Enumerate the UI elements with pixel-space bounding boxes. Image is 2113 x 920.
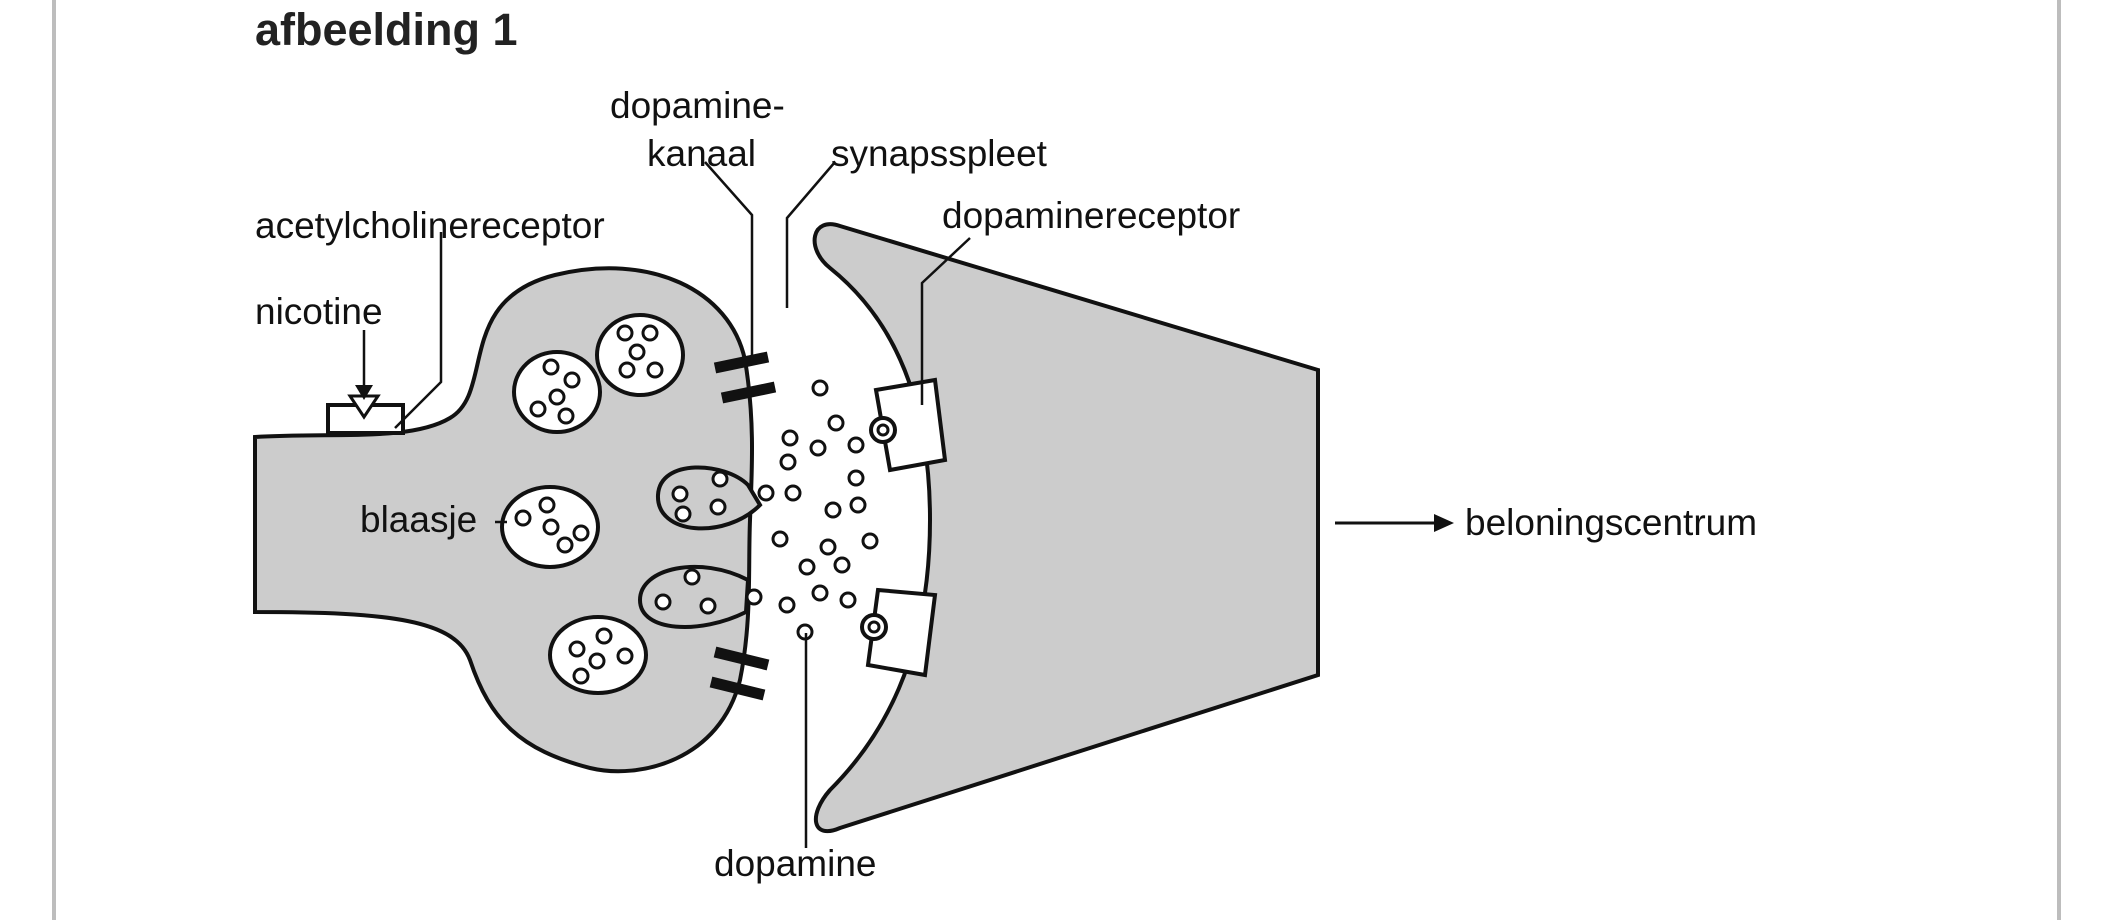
label-reward-center: beloningscentrum xyxy=(1465,502,1757,543)
leader-synaptic-cleft xyxy=(785,161,836,308)
output-arrowhead xyxy=(1434,514,1454,532)
frame-left-border xyxy=(52,0,56,920)
postsynaptic-neuron xyxy=(812,222,1320,834)
label-synaptic-cleft: synapsspleet xyxy=(831,133,1048,174)
label-vesicle: blaasje xyxy=(360,499,477,540)
label-dopamine: dopamine xyxy=(714,843,877,884)
leader-lines xyxy=(362,161,971,848)
label-dopamine-channel-line2: kanaal xyxy=(647,133,756,174)
label-nicotine: nicotine xyxy=(255,291,383,332)
dopamine-channel-lower xyxy=(709,646,770,701)
vesicle-bottom xyxy=(548,615,648,695)
label-dopamine-receptor: dopaminereceptor xyxy=(942,195,1240,236)
nicotine-arrowhead xyxy=(355,385,373,400)
dopamine-receptor-upper xyxy=(869,377,948,473)
label-acetylcholine-receptor: acetylcholinereceptor xyxy=(255,205,605,246)
leader-dopamine-receptor xyxy=(920,237,971,405)
dopamine-molecules xyxy=(745,379,879,641)
dopamine-receptor-lower xyxy=(860,587,938,678)
label-dopamine-channel-line1: dopamine- xyxy=(610,85,785,126)
docking-vesicle-lower xyxy=(637,564,751,629)
figure-title: afbeelding 1 xyxy=(255,4,518,55)
vesicle-top-right xyxy=(595,313,685,397)
frame-right-border xyxy=(2057,0,2061,920)
dopamine-channel-upper xyxy=(713,351,777,404)
vesicle-labeled xyxy=(500,485,600,569)
leader-dopamine-channel xyxy=(704,161,754,360)
vesicle-top-left xyxy=(512,350,602,434)
leader-acetylcholine-receptor xyxy=(394,232,443,429)
docking-vesicle-contents xyxy=(654,470,729,615)
